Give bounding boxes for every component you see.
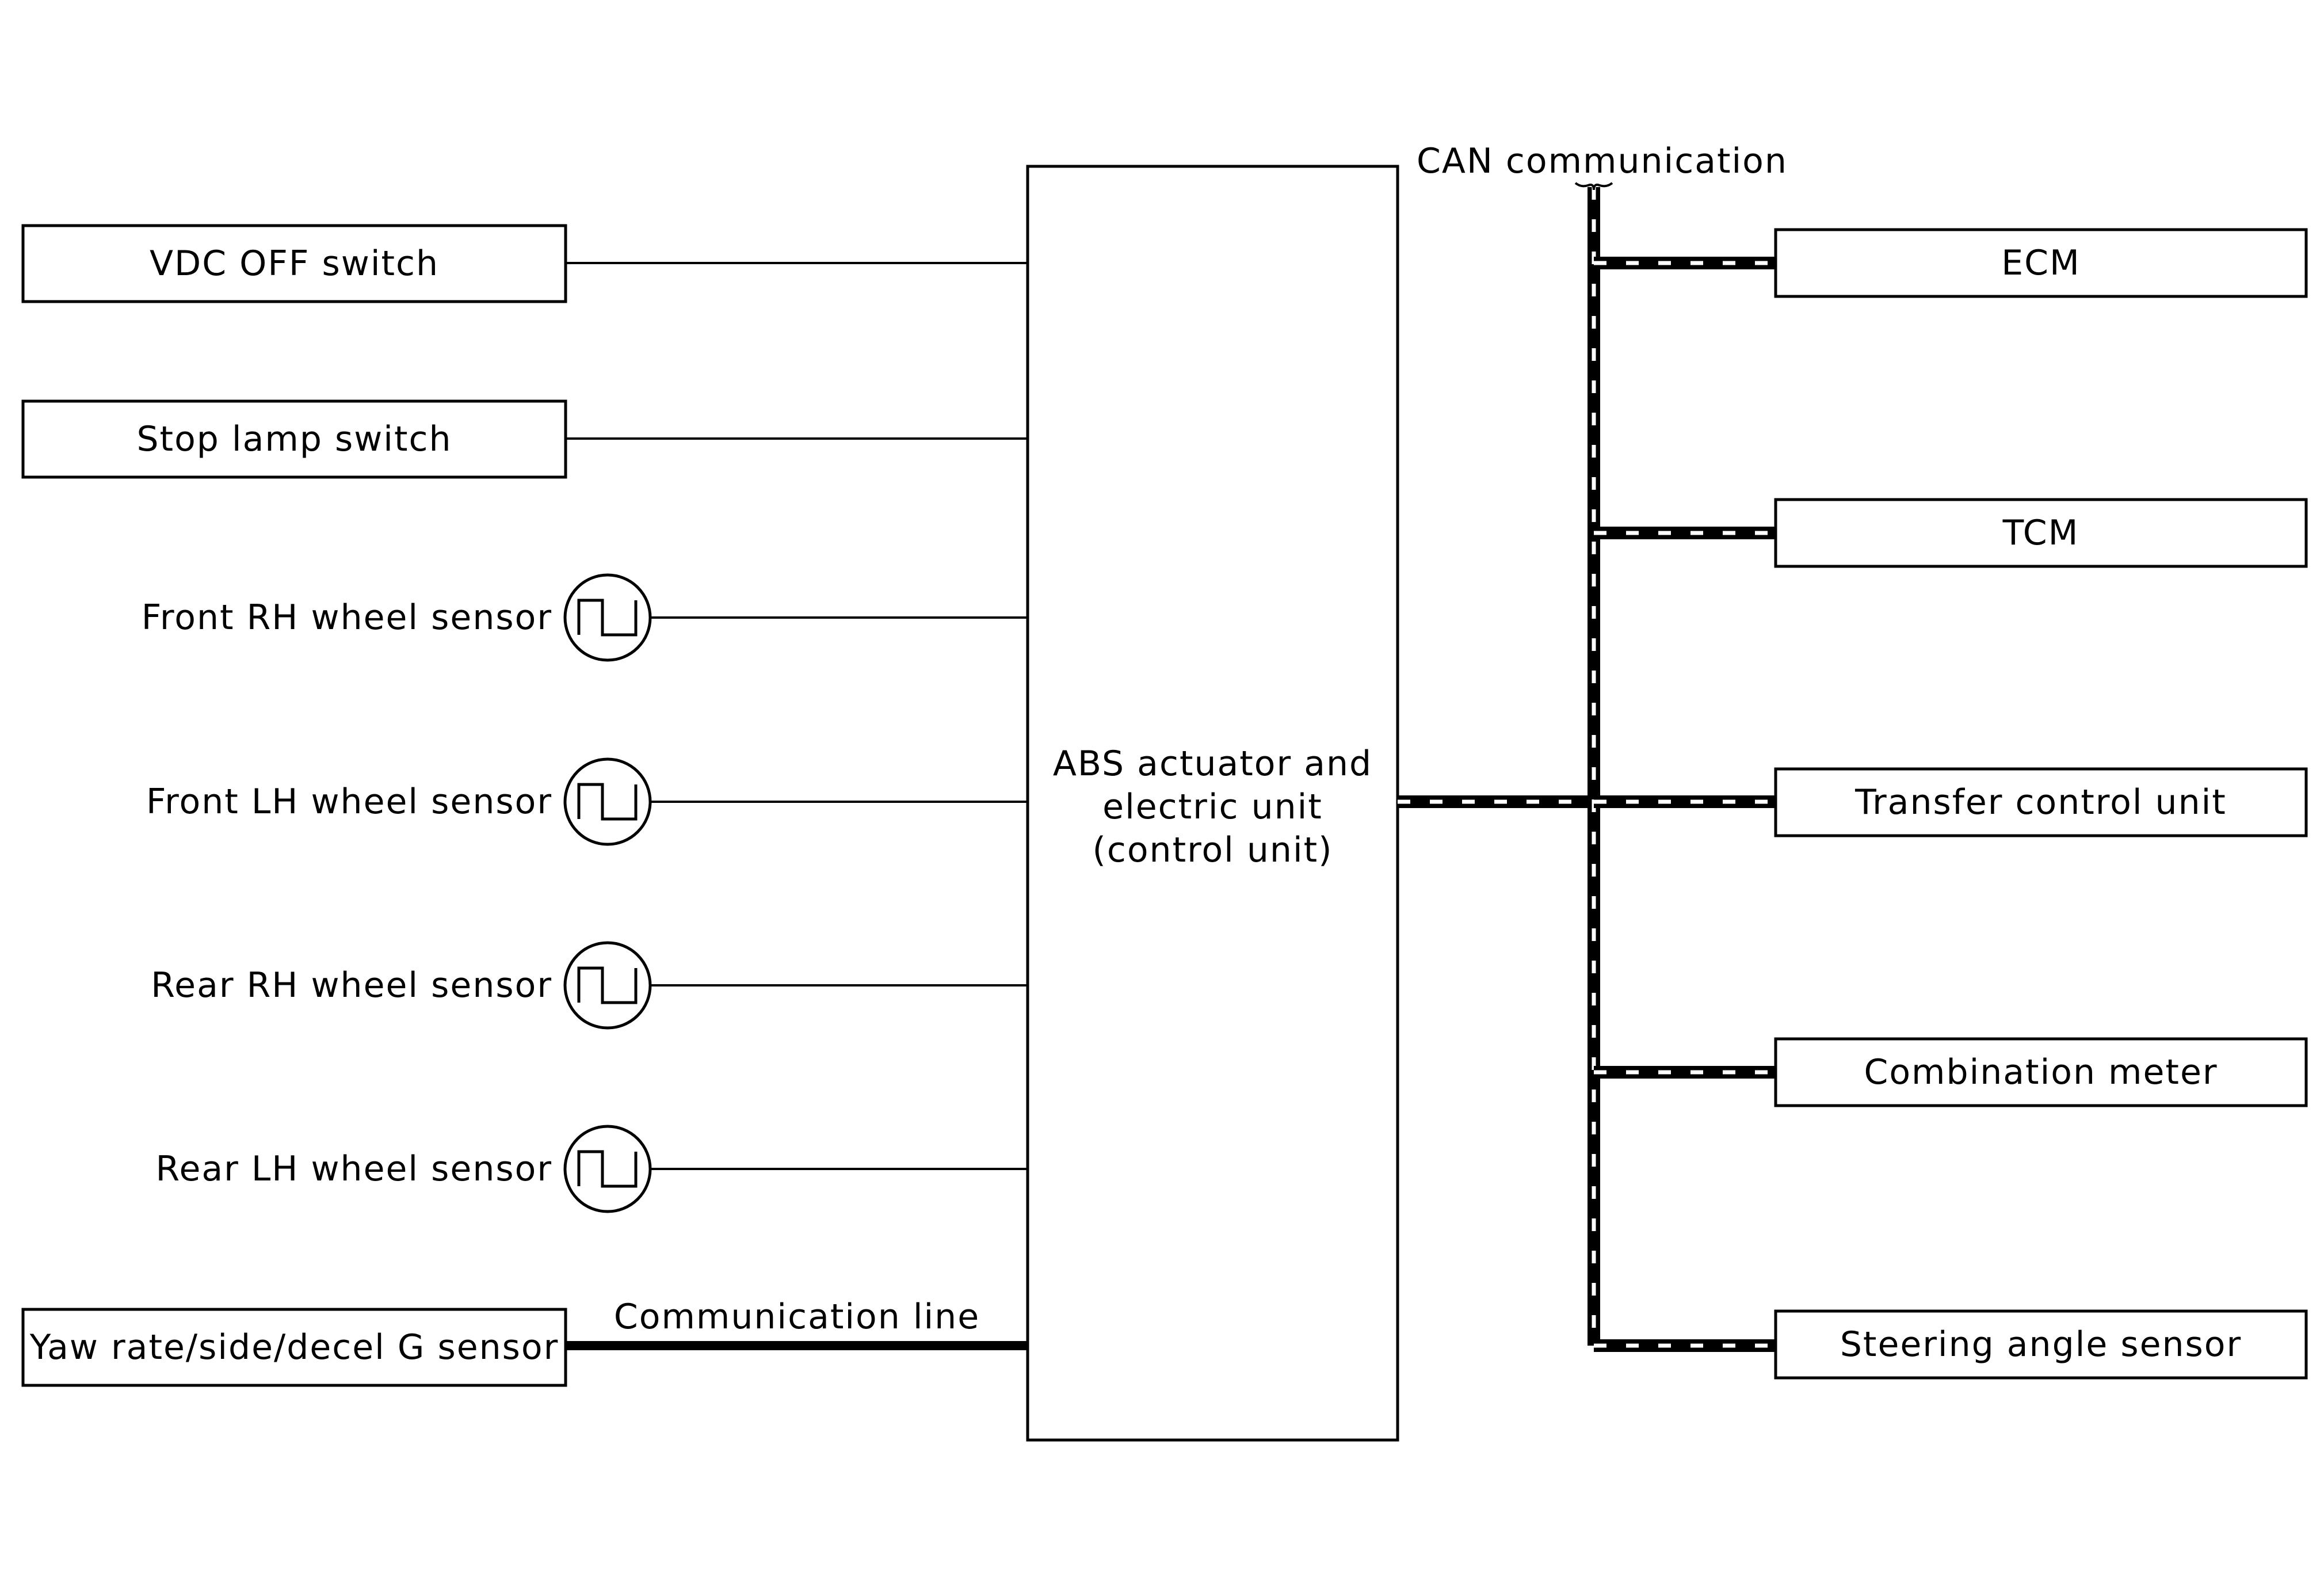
ecm-text: ECM xyxy=(2001,243,2081,283)
square-wave-pulse-icon xyxy=(563,941,652,1030)
transfer-control-unit-box xyxy=(1774,767,2308,837)
communication-line-label: Communication line xyxy=(613,1297,980,1337)
can-communication-label: CAN communication xyxy=(1417,141,1788,181)
ecm-box xyxy=(1774,228,2308,298)
tcm-label: TCM xyxy=(1776,500,2306,566)
rear-rh-sensor-label: Rear RH wheel sensor xyxy=(151,965,552,1005)
combination-meter-text: Combination meter xyxy=(1864,1052,2218,1092)
square-wave-pulse-icon xyxy=(563,573,652,662)
combination-meter-box xyxy=(1774,1037,2308,1107)
square-wave-pulse-icon xyxy=(563,1125,652,1213)
yaw-sensor-label: Yaw rate/side/decel G sensor xyxy=(23,1309,566,1385)
combination-meter-label: Combination meter xyxy=(1776,1039,2306,1106)
rear-lh-sensor-label: Rear LH wheel sensor xyxy=(155,1149,552,1189)
yaw-sensor-text: Yaw rate/side/decel G sensor xyxy=(29,1327,559,1368)
control-unit-label: ABS actuator and electric unit (control … xyxy=(1028,742,1398,872)
transfer-control-unit-label: Transfer control unit xyxy=(1776,769,2306,836)
vdc-off-switch-label: VDC OFF switch xyxy=(23,226,566,302)
control-unit-line2: electric unit xyxy=(1102,787,1323,827)
can-label-brace xyxy=(1574,182,1613,191)
can-bus xyxy=(1398,187,1776,1352)
control-unit-line1: ABS actuator and xyxy=(1052,744,1373,784)
steering-angle-sensor-box xyxy=(1774,1309,2308,1380)
ecm-label: ECM xyxy=(1776,230,2306,296)
tcm-box xyxy=(1774,498,2308,568)
vdc-off-switch-text: VDC OFF switch xyxy=(149,243,440,284)
front-rh-sensor-label: Front RH wheel sensor xyxy=(141,597,552,638)
steering-angle-sensor-label: Steering angle sensor xyxy=(1776,1311,2306,1378)
transfer-control-unit-text: Transfer control unit xyxy=(1855,782,2227,822)
front-lh-sensor-label: Front LH wheel sensor xyxy=(146,782,552,822)
stop-lamp-switch-label: Stop lamp switch xyxy=(23,401,566,477)
steering-angle-sensor-text: Steering angle sensor xyxy=(1840,1324,2242,1365)
tcm-text: TCM xyxy=(2002,513,2079,553)
control-unit-line3: (control unit) xyxy=(1092,830,1333,870)
square-wave-pulse-icon xyxy=(563,757,652,846)
stop-lamp-switch-text: Stop lamp switch xyxy=(136,419,452,459)
